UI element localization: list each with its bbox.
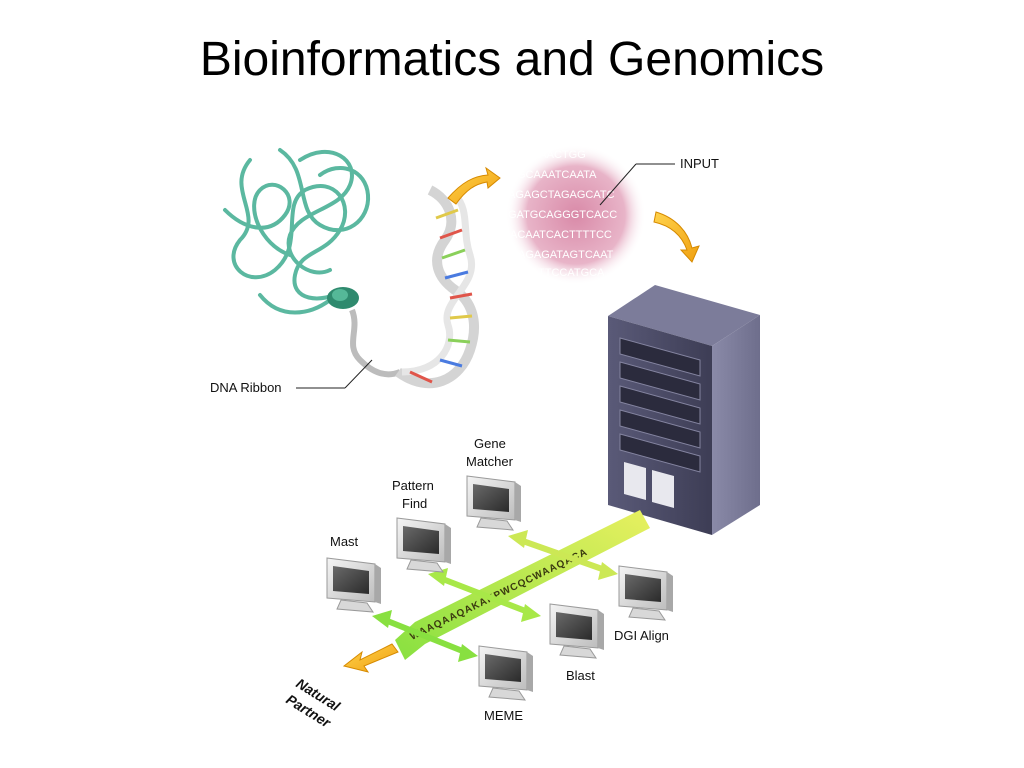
computer-monitor-icon bbox=[619, 566, 673, 620]
sequence-line: AGAGATAGTCAAT bbox=[518, 249, 614, 261]
tool-blast: Blast bbox=[550, 604, 604, 683]
mast-label: Mast bbox=[330, 534, 359, 549]
dna-ribbon-label: DNA Ribbon bbox=[210, 380, 282, 395]
gene-matcher-label-line1: Gene bbox=[474, 436, 506, 451]
blast-label: Blast bbox=[566, 668, 595, 683]
computer-monitor-icon bbox=[397, 518, 451, 572]
sequence-line: TTCCATGCA bbox=[538, 267, 605, 279]
tool-dgi-align: DGI Align bbox=[614, 566, 673, 643]
tool-mast: Mast bbox=[327, 534, 381, 612]
sequence-line: AGAGCTAGAGCATC bbox=[508, 189, 615, 201]
sequence-line: GCAAATCAATA bbox=[517, 169, 597, 181]
arrow-to-input bbox=[448, 168, 500, 204]
tool-pattern-find: Pattern Find bbox=[392, 478, 451, 572]
pattern-find-label-line1: Pattern bbox=[392, 478, 434, 493]
gene-matcher-label-line2: Matcher bbox=[466, 454, 514, 469]
pattern-find-label-line2: Find bbox=[402, 496, 427, 511]
tool-meme: MEME bbox=[479, 646, 533, 723]
tool-gene-matcher: Gene Matcher bbox=[466, 436, 521, 530]
computer-monitor-icon bbox=[550, 604, 604, 658]
computer-monitor-icon bbox=[327, 558, 381, 612]
arrow-to-server bbox=[654, 212, 699, 262]
natural-partner-label: Natural Partner bbox=[283, 675, 343, 731]
dna-ribbon-callout: DNA Ribbon bbox=[210, 360, 372, 395]
server-tower bbox=[608, 285, 760, 535]
dgi-align-label: DGI Align bbox=[614, 628, 669, 643]
arrow-to-natural-partner bbox=[344, 644, 398, 672]
input-label: INPUT bbox=[680, 156, 719, 171]
sequence-line: ACAATCACTTTTCC bbox=[510, 229, 612, 241]
computer-monitor-icon bbox=[467, 476, 521, 530]
sequence-line: AAACTGG bbox=[532, 149, 586, 161]
dna-ribbon-strand bbox=[352, 190, 474, 383]
computer-monitor-icon bbox=[479, 646, 533, 700]
sequence-line: GATGCAGGGTCACC bbox=[508, 209, 617, 221]
meme-label: MEME bbox=[484, 708, 523, 723]
